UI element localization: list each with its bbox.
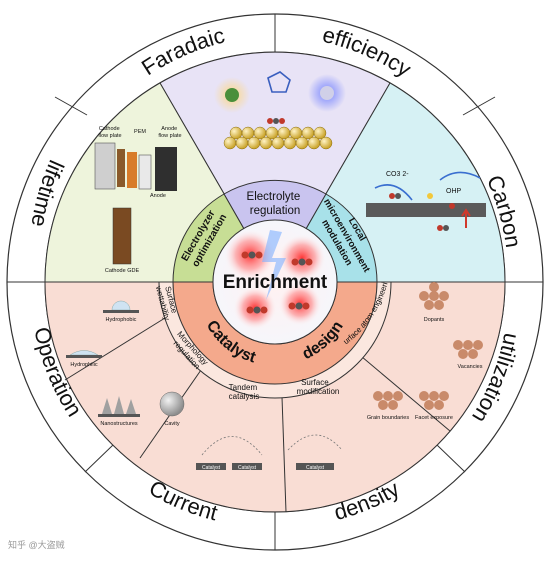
label-vacancies: Vacancies xyxy=(458,364,483,370)
curved-arrow-left xyxy=(439,171,481,181)
cathode-flow-plate xyxy=(94,142,116,190)
panel-wettability-illustration: Hydrophobic Hydrophilic xyxy=(66,300,139,368)
nanostructure-spikes xyxy=(102,396,136,414)
panel-local-illustration: CO3 2- OHP xyxy=(366,171,486,231)
outer-ring-dividers xyxy=(7,14,543,550)
label-electrolyte-regulation: Electrolyte regulation xyxy=(247,191,304,217)
local-molecules xyxy=(389,193,455,231)
label-pem: PEM xyxy=(134,129,146,135)
catalyst-layer-strip xyxy=(366,203,486,217)
label-anode-flow-plate: Anode flow plate xyxy=(158,126,181,139)
facet-exposure-cluster xyxy=(419,391,449,410)
center-glow-right xyxy=(278,234,326,282)
panel-morphology-illustration: Nanostructures Cavity xyxy=(98,391,185,427)
anode-flow-plate xyxy=(155,147,177,191)
label-nanostructures: Nanostructures xyxy=(100,421,138,427)
cathode-gde-detail xyxy=(112,207,132,265)
label-cavity: Cavity xyxy=(164,421,180,427)
up-arrow-red xyxy=(461,208,471,228)
surface-hydrophobic xyxy=(103,310,139,313)
label-tandem-catalyst-b: Catalyst xyxy=(238,465,257,471)
curved-arrow-right xyxy=(374,184,413,201)
electrode-surface-atoms xyxy=(223,126,333,150)
droplet-hydrophobic xyxy=(111,300,131,311)
surface-hydrophilic xyxy=(66,355,102,358)
label-surface-modification: Surface modification xyxy=(297,378,340,396)
co2-molecules-center xyxy=(241,251,313,314)
adsorbed-co2-molecules xyxy=(267,118,285,124)
label-cathode-gde: Cathode GDE xyxy=(105,268,140,274)
label-ohp: OHP xyxy=(446,188,462,195)
morphology-base xyxy=(98,414,140,417)
anode-layer xyxy=(138,154,152,190)
cation-blue xyxy=(320,86,334,100)
label-surface-mod-catalyst: Catalyst xyxy=(306,465,325,471)
label-tandem-catalyst-a: Catalyst xyxy=(202,465,221,471)
panel-electrolyte-illustration xyxy=(214,71,346,150)
tandem-arc xyxy=(201,436,263,456)
label-co3: CO3 2- xyxy=(386,171,409,178)
label-grain-boundaries: Grain boundaries xyxy=(367,415,409,421)
lightning-icon xyxy=(262,230,286,300)
panel-tandem-illustration: Catalyst Catalyst xyxy=(196,436,263,471)
panel-surface-atom-illustration: Dopants Vacancies Grain boundaries Facet… xyxy=(367,282,483,421)
tandem-catalyst-a xyxy=(196,463,226,470)
droplet-hydrophilic xyxy=(69,350,99,356)
dopants-cluster xyxy=(419,282,449,310)
watermark: 知乎 @大盗贼 xyxy=(8,539,65,550)
panel-electrolyzer-illustration: Cathode flow plate PEM Anode flow plate … xyxy=(94,126,182,274)
cation-gold xyxy=(225,88,239,102)
pem-membrane xyxy=(127,152,137,188)
grain-boundaries-cluster xyxy=(373,391,403,410)
surface-mod-catalyst xyxy=(296,463,334,470)
label-cathode-flow-plate: Cathode flow plate xyxy=(98,126,121,139)
surface-mod-arc xyxy=(287,434,343,451)
label-facet-exposure: Facet exposure xyxy=(415,415,453,421)
center-title: Enrichment xyxy=(223,272,328,293)
label-tandem-catalysis: Tandem catalysis xyxy=(229,383,260,401)
label-hydrophilic: Hydrophilic xyxy=(70,362,97,368)
vacancies-cluster xyxy=(453,340,483,359)
tandem-catalyst-b xyxy=(232,463,262,470)
cavity-sphere xyxy=(159,391,185,417)
ionic-liquid-ring-icon xyxy=(267,71,291,93)
label-hydrophobic: Hydrophobic xyxy=(106,317,137,323)
cathode-gde-layer xyxy=(117,149,125,187)
label-dopants: Dopants xyxy=(424,317,445,323)
panel-surface-modification-illustration: Catalyst xyxy=(287,434,343,471)
label-anode: Anode xyxy=(150,193,166,199)
